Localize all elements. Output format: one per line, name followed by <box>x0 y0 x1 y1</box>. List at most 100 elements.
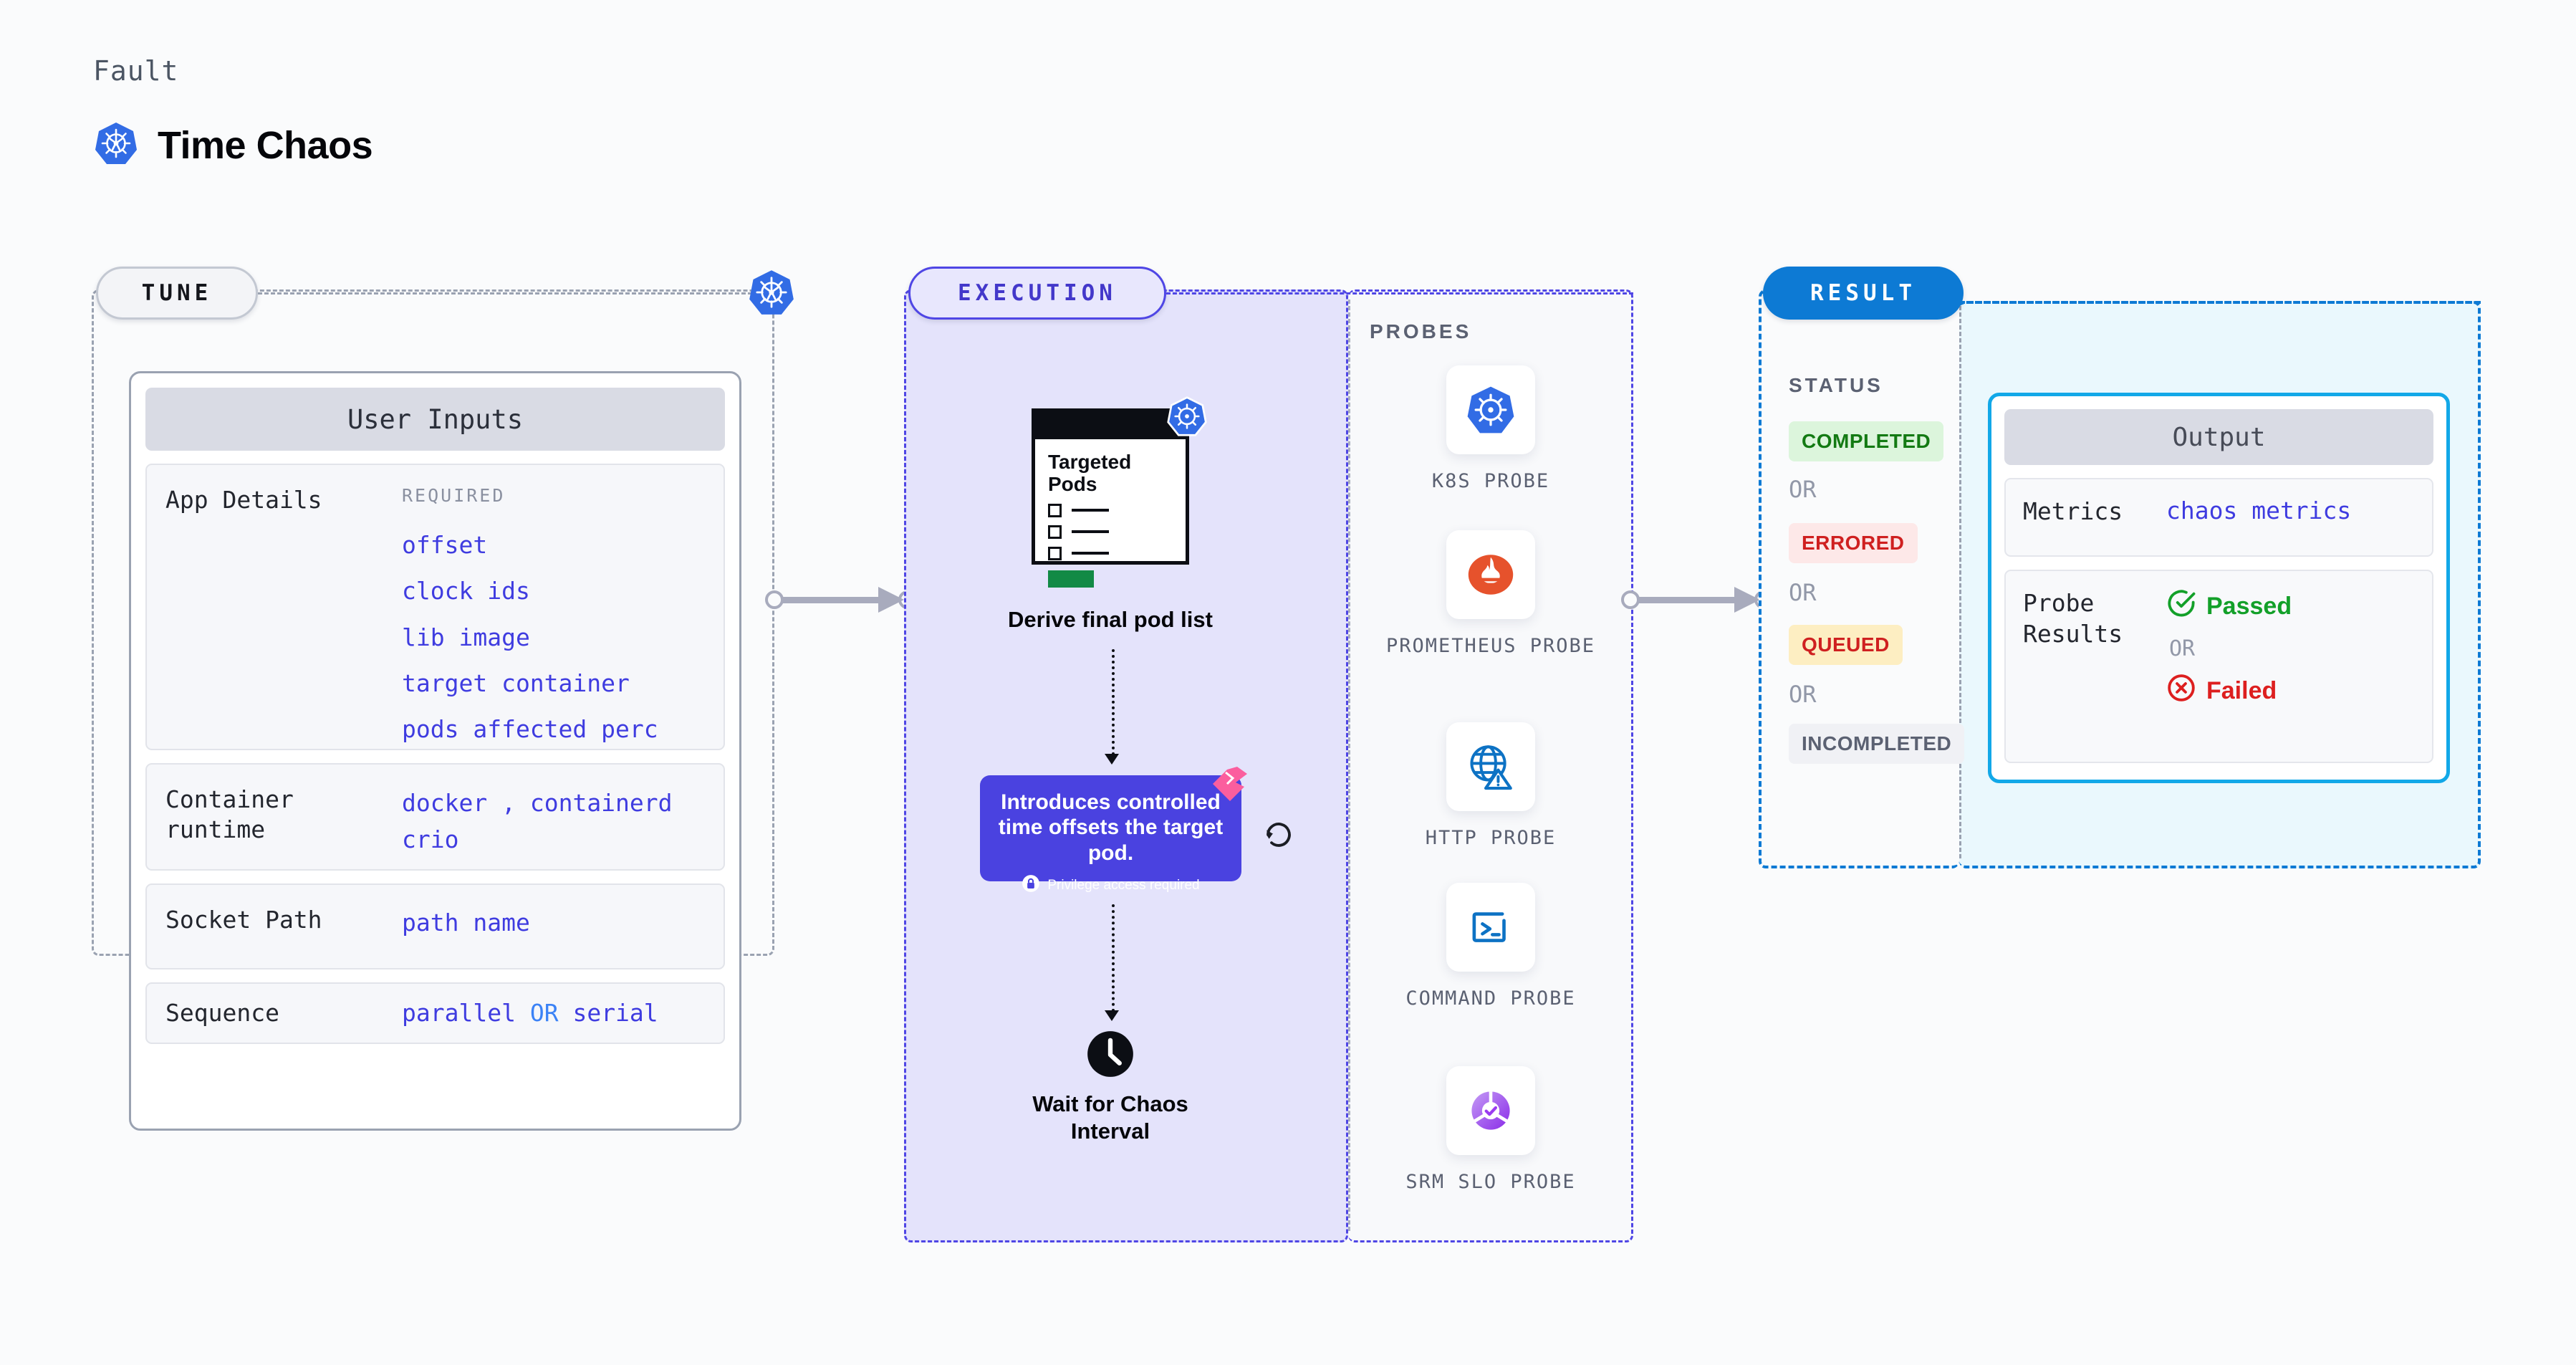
metrics-value: chaos metrics <box>2166 497 2352 525</box>
checkbox-icon <box>1048 503 1062 517</box>
result-stage-box <box>1759 289 1959 868</box>
sequence-row: Sequence parallel OR serial <box>145 982 725 1044</box>
prometheus-icon <box>1446 530 1535 619</box>
probe-label: SRM SLO PROBE <box>1405 1171 1576 1193</box>
x-circle-icon <box>2166 673 2196 709</box>
output-card-title: Output <box>2004 409 2433 465</box>
runtime-docker: docker <box>402 789 488 817</box>
podlist-title-line1: Targeted <box>1048 451 1132 473</box>
probe-passed-label: Passed <box>2206 593 2292 620</box>
execution-top-dashed-connector <box>1166 292 1633 294</box>
sequence-conjunction: OR <box>529 999 559 1028</box>
tune-stage-pill[interactable]: TUNE <box>96 267 258 320</box>
probe-label: PROMETHEUS PROBE <box>1385 635 1596 657</box>
status-badge-completed: COMPLETED <box>1789 421 1944 461</box>
required-label: REQUIRED <box>402 485 506 506</box>
pink-ribbon-icon <box>1208 765 1249 803</box>
input-clock-ids: clock ids <box>402 577 530 605</box>
socket-path-row: Socket Path path name <box>145 883 725 969</box>
probe-label: K8S PROBE <box>1431 470 1550 492</box>
container-runtime-key: Container runtime <box>165 785 294 844</box>
page-title: Time Chaos <box>158 123 373 167</box>
page-title-row: Time Chaos <box>93 120 373 170</box>
sequence-serial: serial <box>572 999 658 1028</box>
socket-path-value: path name <box>402 909 530 937</box>
podlist-title-line2: Pods <box>1048 473 1097 496</box>
input-lib-image: lib image <box>402 623 530 651</box>
terminal-icon <box>1446 883 1535 972</box>
probe-results-values: Passed OR Failed <box>2166 588 2292 744</box>
probe-http[interactable]: HTTP PROBE <box>1380 722 1602 851</box>
podlist-item <box>1048 546 1173 560</box>
metrics-key: Metrics <box>2023 497 2123 525</box>
refresh-ccw-icon[interactable] <box>1262 818 1295 851</box>
probe-result-failed: Failed <box>2166 673 2292 709</box>
podlist-progress-bar <box>1048 570 1094 588</box>
wait-caption-line1: Wait for Chaos <box>1032 1091 1188 1116</box>
connector-tune-to-execution <box>765 587 917 613</box>
probe-prometheus[interactable]: PROMETHEUS PROBE <box>1380 530 1602 659</box>
status-or-2: OR <box>1789 579 1817 606</box>
probe-command[interactable]: COMMAND PROBE <box>1380 883 1602 1012</box>
wait-for-chaos-caption: Wait for Chaos Interval <box>910 1091 1311 1145</box>
result-stage-pill[interactable]: RESULT <box>1763 267 1964 320</box>
output-card: Output Metrics chaos metrics Probe Resul… <box>1988 393 2450 783</box>
kubernetes-icon <box>747 268 796 317</box>
kubernetes-icon <box>1446 365 1535 454</box>
lock-icon <box>1022 874 1040 897</box>
sequence-key: Sequence <box>165 998 279 1027</box>
input-pods-affected-perc: pods affected perc <box>402 715 658 744</box>
podlist-item <box>1048 503 1173 517</box>
check-circle-icon <box>2166 588 2196 625</box>
probe-result-passed: Passed <box>2166 588 2292 625</box>
probes-title: PROBES <box>1370 320 1472 343</box>
execution-stage-pill[interactable]: EXECUTION <box>908 267 1166 320</box>
clock-icon <box>1086 1030 1135 1078</box>
input-target-container: target container <box>402 669 630 698</box>
flow-arrow-head <box>1105 1010 1119 1021</box>
app-details-key: App Details <box>165 486 322 514</box>
status-badge-incompleted: INCOMPLETED <box>1789 724 1965 764</box>
probe-srm-slo[interactable]: SRM SLO PROBE <box>1380 1066 1602 1195</box>
fault-description-text: Introduces controlled time offsets the t… <box>998 790 1224 865</box>
globe-warning-icon <box>1446 722 1535 811</box>
probe-results-key: Probe Results <box>2023 589 2123 648</box>
podlist-titlebar <box>1035 412 1186 439</box>
user-inputs-card: User Inputs App Details REQUIRED offset … <box>129 371 741 1131</box>
result-top-dashed-connector <box>1959 301 2481 304</box>
kubernetes-icon <box>93 120 139 170</box>
probe-failed-label: Failed <box>2206 677 2277 704</box>
app-details-row: App Details REQUIRED offset clock ids li… <box>145 464 725 750</box>
probe-k8s[interactable]: K8S PROBE <box>1380 365 1602 494</box>
flow-arrow-line <box>1112 904 1115 1012</box>
socket-path-key: Socket Path <box>165 906 322 934</box>
probe-label: COMMAND PROBE <box>1405 987 1576 1010</box>
probe-label: HTTP PROBE <box>1425 827 1557 849</box>
status-badge-queued: QUEUED <box>1789 625 1903 665</box>
status-or-3: OR <box>1789 681 1817 708</box>
tune-top-dashed-connector <box>258 292 752 294</box>
sequence-values: parallel OR serial <box>402 999 658 1028</box>
runtime-containerd: containerd <box>529 789 673 817</box>
status-title: STATUS <box>1789 374 1883 396</box>
runtime-separator: , <box>501 789 516 817</box>
kubernetes-icon <box>1166 396 1208 437</box>
runtime-crio: crio <box>402 825 459 854</box>
targeted-pods-illustration: Targeted Pods <box>1032 396 1207 588</box>
status-badge-errored: ERRORED <box>1789 523 1918 563</box>
metrics-row: Metrics chaos metrics <box>2004 478 2433 557</box>
container-runtime-row: Container runtime docker , containerd cr… <box>145 763 725 871</box>
checkbox-icon <box>1048 546 1062 560</box>
wait-caption-line2: Interval <box>1070 1118 1150 1144</box>
derive-pod-list-caption: Derive final pod list <box>1008 607 1213 632</box>
input-offset: offset <box>402 531 488 559</box>
container-runtime-values: docker , containerd crio <box>402 785 673 853</box>
probes-divider <box>1348 300 1350 1231</box>
probe-results-row: Probe Results Passed OR <box>2004 570 2433 763</box>
result-divider <box>1959 300 1961 858</box>
connector-execution-to-result <box>1621 587 1773 613</box>
app-details-values: REQUIRED offset clock ids lib image targ… <box>402 485 658 743</box>
probe-results-or: OR <box>2169 636 2196 661</box>
fault-eyebrow: Fault <box>93 55 179 87</box>
